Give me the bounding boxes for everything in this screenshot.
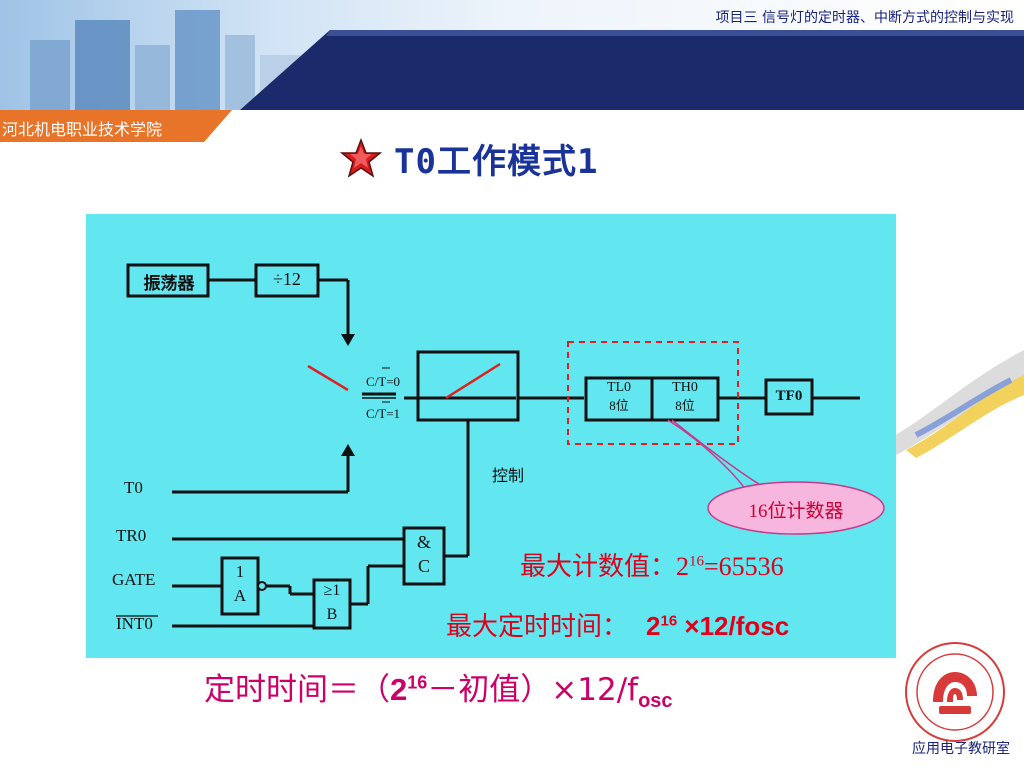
max-time-formula: 最大定时时间： 216 ×12/fosc (446, 606, 789, 643)
max-time-label: 最大定时时间： (446, 612, 629, 642)
header-background-graphic (0, 0, 1024, 110)
timing-formula: 定时时间＝（216－初值）×12/fosc (204, 664, 673, 713)
slide-title: T0工作模式1 (340, 133, 598, 183)
and-gate-box (402, 526, 446, 586)
school-seal-logo (905, 642, 1005, 742)
and-gate-top-label: & (416, 532, 431, 552)
max-time-rest: ×12/fosc (677, 611, 790, 641)
max-count-label: 最大计数值： (520, 552, 677, 581)
max-count-base: 2 (676, 552, 690, 581)
star-icon (340, 138, 382, 178)
timing-exponent: 16 (407, 672, 428, 693)
max-time-base: 2 (646, 611, 661, 641)
max-count-value: =65536 (704, 552, 784, 581)
timer-mode1-diagram: 振荡器 ÷12 C/T=0 C/T=1 TL0 8位 TH0 8位 TF0 控制… (86, 214, 896, 658)
divider-label: ÷12 (273, 269, 301, 289)
control-box (416, 350, 520, 422)
decorative-swoosh (886, 350, 1024, 458)
school-tab-shape (0, 110, 232, 142)
control-label: 控制 (492, 466, 525, 485)
callout-label: 16位计数器 (748, 501, 844, 522)
slide-title-text: T0工作模式1 (394, 141, 599, 182)
timing-middle: －初值）×12/f (427, 672, 639, 708)
max-count-formula: 最大计数值：216=65536 (520, 546, 784, 583)
or-gate-bottom-label: B (326, 606, 338, 623)
ct0-label: C/T=0 (366, 374, 401, 389)
callout-ellipse (707, 481, 885, 535)
t0-label: T0 (124, 478, 143, 497)
max-count-exponent: 16 (689, 553, 705, 570)
and-gate-bottom-label: C (417, 556, 430, 576)
int0-label: INT0 (116, 614, 153, 633)
gate-label: GATE (112, 570, 156, 589)
school-tab: 河北机电职业技术学院 (0, 110, 232, 142)
th0-label-top: TH0 (672, 380, 698, 395)
ct1-label: C/T=1 (366, 406, 401, 421)
school-name: 河北机电职业技术学院 (2, 120, 163, 139)
tr0-label: TR0 (116, 526, 147, 545)
timing-prefix: 定时时间＝（ (204, 672, 390, 708)
tl0-label-top: TL0 (606, 380, 632, 395)
timing-subscript: osc (638, 690, 673, 713)
oscillator-label: 振荡器 (143, 274, 195, 294)
not-gate-top-label: 1 (235, 562, 245, 581)
course-title: 项目三 信号灯的定时器、中断方式的控制与实现 (715, 10, 1014, 26)
tf0-label: TF0 (775, 388, 803, 404)
tl0-label-bottom: 8位 (609, 398, 629, 413)
max-time-exponent: 16 (660, 612, 678, 630)
diagram-lines (116, 263, 885, 630)
th0-label-bottom: 8位 (675, 398, 695, 413)
footer-lab-name: 应用电子教研室 (912, 741, 1010, 757)
header-banner: 项目三 信号灯的定时器、中断方式的控制与实现 (0, 0, 1024, 110)
timing-base: 2 (390, 672, 408, 707)
not-gate-bottom-label: A (233, 586, 247, 605)
or-gate-top-label: ≥1 (323, 582, 341, 599)
buildings-decoration (30, 10, 300, 110)
